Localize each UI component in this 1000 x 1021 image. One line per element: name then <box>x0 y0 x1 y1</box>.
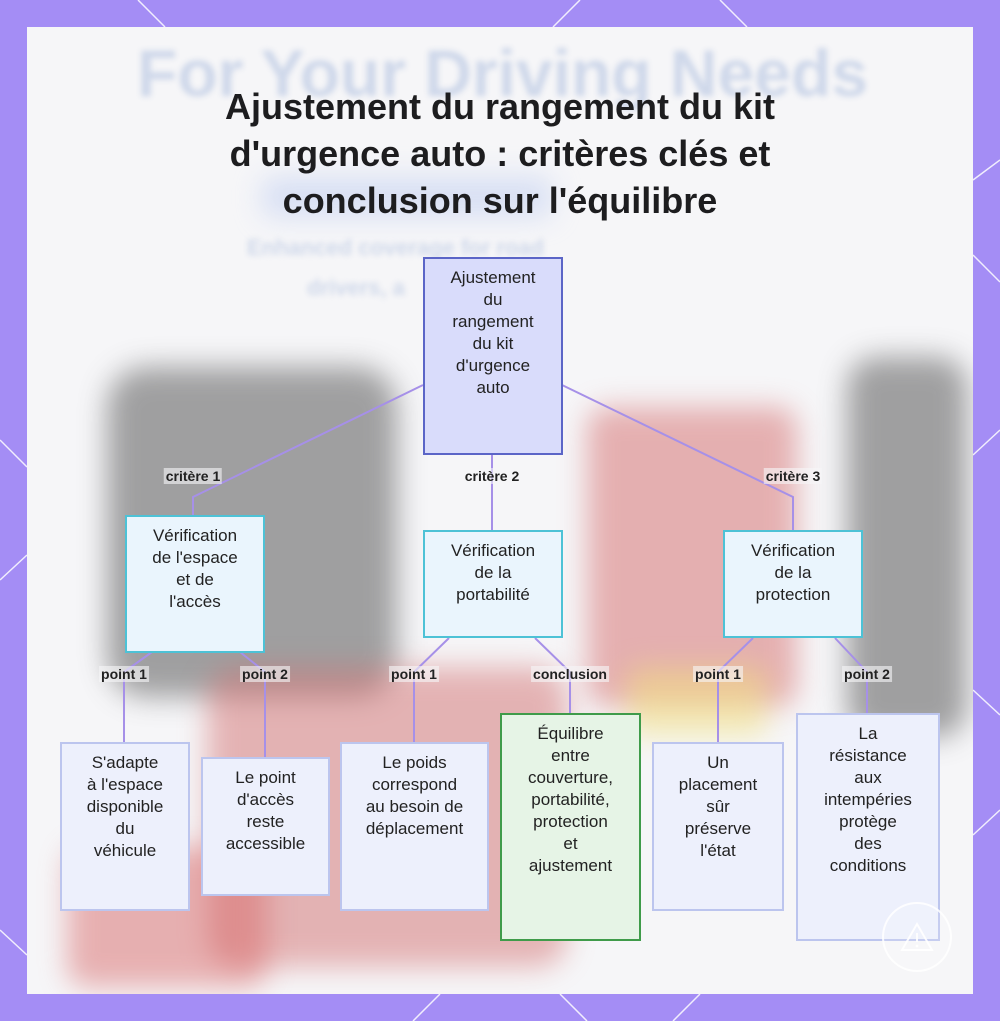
node-text-line: du <box>87 818 164 840</box>
node-text-line: S'adapte <box>87 752 164 774</box>
node-text-line: accessible <box>226 833 305 855</box>
node-text-line: couverture, <box>528 767 613 789</box>
node-text-line: protection <box>528 811 613 833</box>
node-text-line: conditions <box>824 855 912 877</box>
node-text-line: protège <box>824 811 912 833</box>
node-text-line: aux <box>824 767 912 789</box>
node-text-line: Vérification <box>751 540 835 562</box>
edge-label-critere-3: critère 3 <box>764 468 822 484</box>
node-text-line: portabilité <box>451 584 535 606</box>
node-text-line: et de <box>152 569 237 591</box>
node-text-line: disponible <box>87 796 164 818</box>
node-text-line: ajustement <box>528 855 613 877</box>
node-text-line: Vérification <box>152 525 237 547</box>
node-text-line: de la <box>451 562 535 584</box>
node-text-line: d'accès <box>226 789 305 811</box>
node-text-line: l'état <box>679 840 757 862</box>
node-text-line: Le poids <box>366 752 463 774</box>
edge-label-c2-point-1: point 1 <box>389 666 439 682</box>
node-text-line: l'accès <box>152 591 237 613</box>
warning-triangle-icon <box>900 922 934 952</box>
node-text-line: résistance <box>824 745 912 767</box>
edge-label-c2-conclusion: conclusion <box>531 666 609 682</box>
node-text-line: de la <box>751 562 835 584</box>
edge-label-critere-2: critère 2 <box>463 468 521 484</box>
node-text-line: intempéries <box>824 789 912 811</box>
edge-label-c3-point-2: point 2 <box>842 666 892 682</box>
edge-crit2-leaf3 <box>414 638 449 742</box>
node-text-line: du <box>450 289 535 311</box>
node-text-line: protection <box>751 584 835 606</box>
edge-label-c1-point-1: point 1 <box>99 666 149 682</box>
node-text-line: et <box>528 833 613 855</box>
node-text-line: correspond <box>366 774 463 796</box>
node-text-line: portabilité, <box>528 789 613 811</box>
node-text-line: véhicule <box>87 840 164 862</box>
node-text-line: auto <box>450 377 535 399</box>
edge-label-c1-point-2: point 2 <box>240 666 290 682</box>
node-text-line: de l'espace <box>152 547 237 569</box>
node-text-line: du kit <box>450 333 535 355</box>
node-text-line: Le point <box>226 767 305 789</box>
node-text-line: placement <box>679 774 757 796</box>
node-text-line: préserve <box>679 818 757 840</box>
node-text-line: Vérification <box>451 540 535 562</box>
node-text-line: déplacement <box>366 818 463 840</box>
node-text-line: reste <box>226 811 305 833</box>
node-text-line: entre <box>528 745 613 767</box>
node-text-line: Équilibre <box>528 723 613 745</box>
node-text-line: Ajustement <box>450 267 535 289</box>
node-text-line: des <box>824 833 912 855</box>
edge-root-crit1 <box>193 385 423 515</box>
logo-badge <box>882 902 952 972</box>
node-text-line: La <box>824 723 912 745</box>
node-text-line: sûr <box>679 796 757 818</box>
edge-root-crit3 <box>562 385 793 530</box>
node-text-line: d'urgence <box>450 355 535 377</box>
edge-crit3-leaf5 <box>718 638 753 742</box>
diagram-panel: For Your Driving Needs Enhanced coverage… <box>27 27 973 994</box>
node-text-line: au besoin de <box>366 796 463 818</box>
edge-label-critere-1: critère 1 <box>164 468 222 484</box>
edge-label-c3-point-1: point 1 <box>693 666 743 682</box>
node-text-line: à l'espace <box>87 774 164 796</box>
node-text-line: rangement <box>450 311 535 333</box>
node-text-line: Un <box>679 752 757 774</box>
